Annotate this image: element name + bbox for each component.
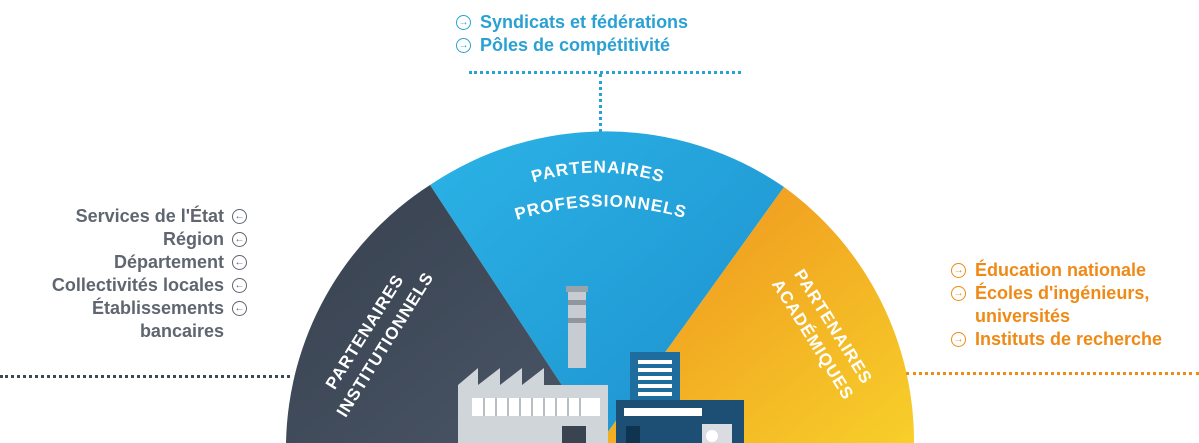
left-item-label: Services de l'État <box>75 206 224 226</box>
arrow-circle-left-icon: ← <box>232 232 247 247</box>
top-dotted-line <box>469 71 741 74</box>
left-item-label: Département <box>113 252 224 272</box>
arrow-circle-left-icon: ← <box>232 255 247 270</box>
right-item-label: universités <box>975 306 1071 326</box>
left-item-label: bancaires <box>139 321 224 341</box>
list-item: → Instituts de recherche <box>951 328 1162 351</box>
arrow-circle-left-icon: ← <box>232 278 247 293</box>
right-item-label: Éducation nationale <box>975 260 1147 280</box>
list-item: Établissements ← <box>52 297 247 320</box>
list-item: Services de l'État ← <box>52 205 247 228</box>
right-dotted-line <box>906 372 1199 375</box>
right-item-label: Écoles d'ingénieurs, <box>975 283 1150 303</box>
arrow-circle-right-icon: → <box>951 332 966 347</box>
factory-illustration <box>458 286 744 443</box>
arrow-circle-right-icon: → <box>456 38 471 53</box>
right-item-label: Instituts de recherche <box>975 329 1163 349</box>
segment-professional <box>430 131 784 443</box>
list-item: Collectivités locales ← <box>52 274 247 297</box>
top-item-label: Pôles de compétitivité <box>480 35 671 55</box>
arrow-circle-right-icon: → <box>951 263 966 278</box>
left-item-label: Établissements <box>91 298 224 318</box>
list-item: → Syndicats et fédérations <box>456 11 688 34</box>
arrow-circle-right-icon: → <box>456 15 471 30</box>
list-item: → Pôles de compétitivité <box>456 34 688 57</box>
left-list: Services de l'État ← Région ← Départemen… <box>52 205 247 343</box>
list-item-continuation: universités <box>951 305 1162 328</box>
list-item: → Éducation nationale <box>951 259 1162 282</box>
left-dotted-line <box>0 375 290 378</box>
arrow-circle-right-icon: → <box>951 286 966 301</box>
top-dotted-connector <box>599 74 602 132</box>
arrow-circle-left-icon: ← <box>232 209 247 224</box>
list-item: → Écoles d'ingénieurs, <box>951 282 1162 305</box>
left-item-label: Région <box>163 229 224 249</box>
list-item: Département ← <box>52 251 247 274</box>
top-item-label: Syndicats et fédérations <box>480 12 689 32</box>
top-list: → Syndicats et fédérations → Pôles de co… <box>456 11 688 57</box>
left-item-label: Collectivités locales <box>51 275 224 295</box>
right-list: → Éducation nationale → Écoles d'ingénie… <box>951 259 1162 351</box>
list-item: Région ← <box>52 228 247 251</box>
arrow-circle-left-icon: ← <box>232 301 247 316</box>
list-item-continuation: bancaires <box>52 320 247 343</box>
